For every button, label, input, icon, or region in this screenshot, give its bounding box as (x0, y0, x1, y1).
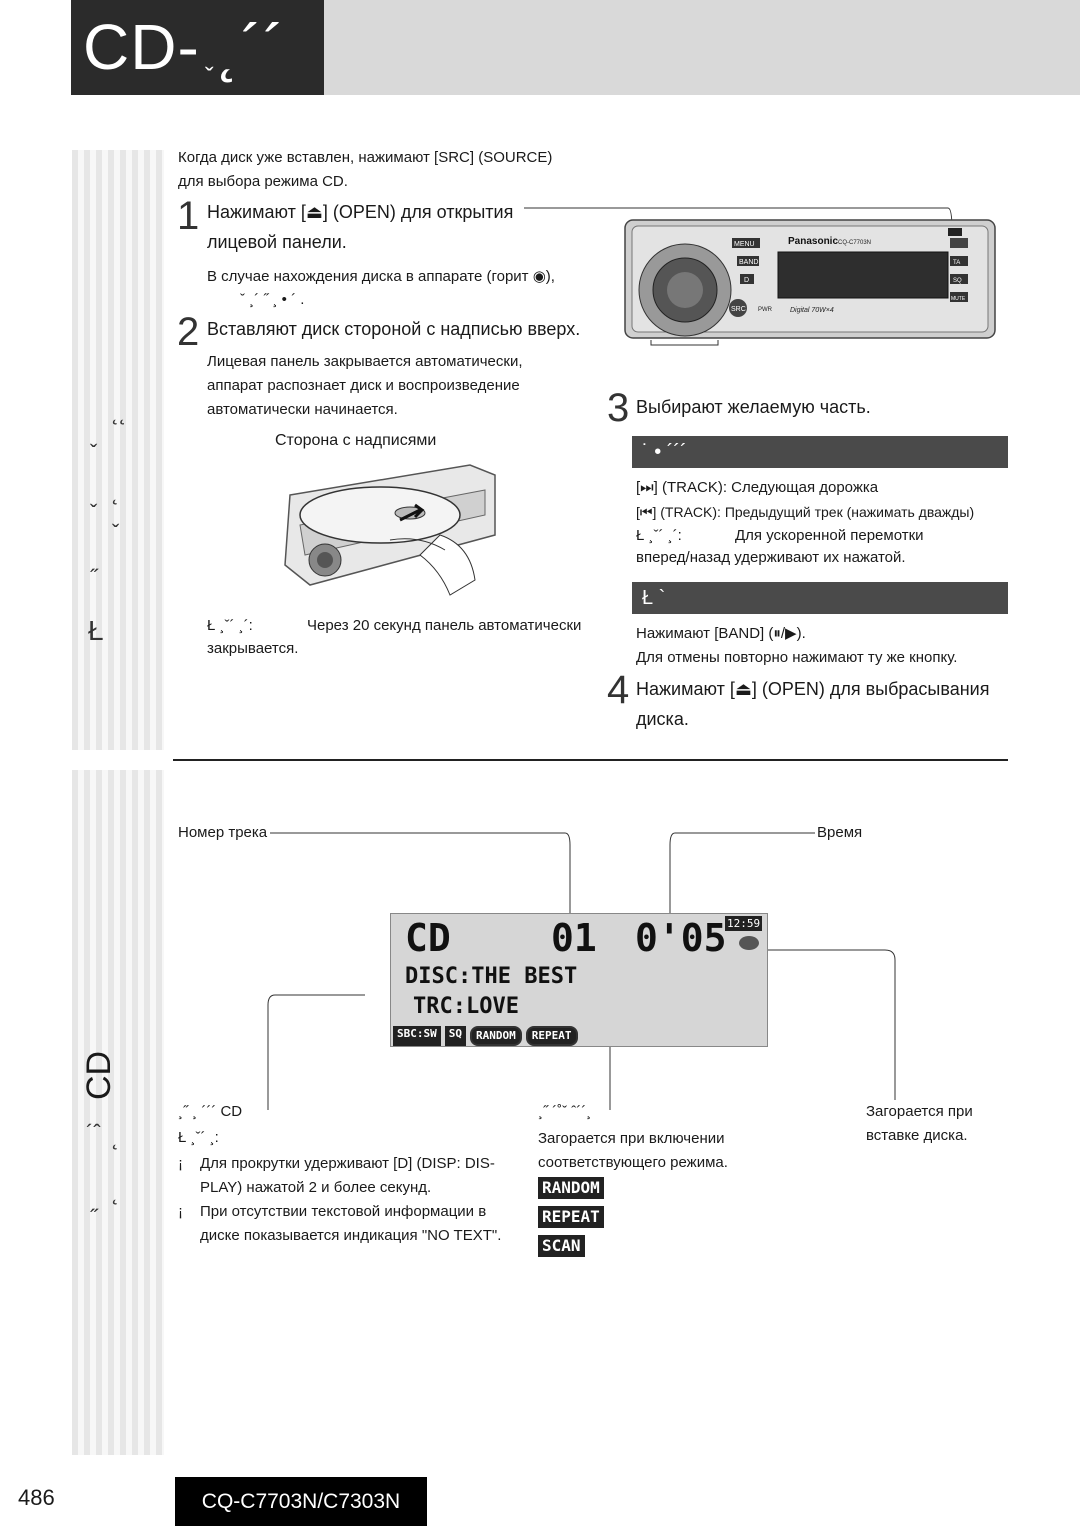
sidebar-glyph: ˛˛ (112, 400, 127, 425)
bullet-2: ¡ (178, 1203, 183, 1220)
lcd-line3: TRC:LOVE (413, 994, 519, 1019)
bottom-right-line1: Загорается при (866, 1103, 973, 1120)
lcd-time: 0'05 (635, 916, 727, 960)
pause-line1: Нажимают [BAND] (⏸/▶). (636, 625, 806, 642)
sidebar-glyph: ˇ (112, 520, 120, 545)
intro-line1: Когда диск уже вставлен, нажимают [SRC] … (178, 149, 553, 166)
chip-scan: SCAN (538, 1235, 585, 1257)
title-band (324, 0, 1080, 95)
lcd-indicators: SBC:SW SQ RANDOM REPEAT (393, 1026, 578, 1046)
section-divider (173, 759, 1008, 761)
sidebar-glyph: ´ˆ (86, 1120, 101, 1145)
device-model: CQ-C7703N (838, 240, 871, 246)
device-btn-mute: MUTE (951, 296, 966, 302)
sidebar-top (72, 150, 164, 750)
step-2-footnote-mark: Ł ¸ˇ´ ¸´: (207, 617, 253, 634)
device-btn-band: BAND (739, 259, 758, 266)
title-text: CD- ˛´´ (83, 11, 286, 83)
step-2-footnote: Через 20 секунд панель автоматически (307, 617, 582, 634)
track-note-mark: Ł ¸ˇ´ ¸´: (636, 527, 682, 544)
track-note-2: вперед/назад удерживают их нажатой. (636, 549, 906, 566)
step-4-number: 4 (607, 668, 630, 712)
device-digital: Digital 70W×4 (790, 307, 834, 314)
step-3-number: 3 (607, 386, 630, 430)
indicator-sbc: SBC:SW (393, 1026, 441, 1046)
bottom-mid-line1: Загорается при включении (538, 1130, 725, 1147)
step-2-number: 2 (177, 310, 200, 354)
step-2-text: Вставляют диск стороной с надписью вверх… (207, 319, 581, 339)
device-btn-d: D (744, 277, 749, 284)
bottom-right-line2: вставке диска. (866, 1127, 968, 1144)
sidebar-glyph: ˝ (90, 1205, 98, 1230)
step-1-note: В случае нахождения диска в аппарате (го… (207, 268, 555, 285)
step-2-footnote-2: закрывается. (207, 640, 299, 657)
pause-line2: Для отмены повторно нажимают ту же кнопк… (636, 649, 958, 666)
lcd-line2: DISC:THE BEST (405, 964, 578, 989)
sidebar-glyph: ˛ (112, 480, 120, 505)
label-time: Время (817, 824, 863, 841)
lcd-source: CD (405, 916, 451, 960)
sidebar-glyph: ˇ (90, 500, 98, 525)
step-1-text: Нажимают [⏏] (OPEN) для открытия (207, 202, 514, 222)
bottom-left-mark: Ł ¸ˇ´ ¸: (178, 1129, 219, 1146)
bottom-mid-line2: соответствующего режима. (538, 1154, 728, 1171)
page-title: CD- ˛´´ (71, 0, 324, 95)
step-2-note-2: аппарат распознает диск и воспроизведени… (207, 377, 520, 394)
title-sub: ˇ (205, 62, 214, 92)
intro-line2: для выбора режима CD. (178, 173, 348, 190)
label-side: Сторона с надписями (275, 432, 437, 449)
model-label: CQ-C7703N/C7303N (175, 1477, 427, 1526)
model-label-text: CQ-C7703N/C7303N (201, 1490, 401, 1513)
disc-icon (739, 936, 759, 950)
step-1-number: 1 (177, 194, 200, 238)
bottom-left-b1: Для прокрутки удерживают [D] (DISP: DIS- (200, 1155, 495, 1172)
lcd-track: 01 (551, 916, 597, 960)
bullet-1: ¡ (178, 1155, 183, 1172)
bottom-left-b2: При отсутствии текстовой информации в (200, 1203, 487, 1220)
page-number: 486 (18, 1485, 55, 1510)
step-1-text-2: лицевой панели. (207, 232, 347, 252)
sidebar-bottom-label: CD (80, 1050, 118, 1100)
device-btn-src: SRC (731, 306, 746, 313)
bottom-mid-title: ¸˝ ´˚ˇ ˆ´´¸ (538, 1103, 592, 1120)
device-brand: Panasonic (788, 236, 838, 247)
step-1-note-2: ˇ ¸´ ˝ ¸ • ´ . (240, 291, 305, 308)
disc-insert-illustration (284, 464, 496, 596)
sidebar-glyph: ˛ (112, 1180, 120, 1205)
device-btn-ta: TA (953, 260, 960, 266)
indicator-sq: SQ (444, 1026, 466, 1046)
bottom-left-title: ¸˝ ¸ ´´´ CD (178, 1103, 243, 1120)
section-bar-pause: Ł ` (632, 582, 1008, 614)
sidebar-bottom (72, 770, 164, 1455)
bottom-left-b1b: PLAY) нажатой 2 и более секунд. (200, 1179, 432, 1196)
section-bar-track: ˙ • ´´´ (632, 436, 1008, 468)
indicator-random: RANDOM (470, 1026, 522, 1046)
display-callout-lines (267, 832, 896, 1110)
chip-repeat: REPEAT (538, 1206, 604, 1228)
step-4-text-2: диска. (636, 709, 689, 729)
step-2-note-3: автоматически начинается. (207, 401, 398, 418)
device-btn-sq: SQ (953, 278, 962, 284)
step-3-text: Выбирают желаемую часть. (636, 397, 871, 417)
sidebar-glyph: ˇ (90, 440, 98, 465)
section-bar-track-label: ˙ • ´´´ (642, 441, 687, 463)
track-note: Для ускоренной перемотки (735, 527, 924, 544)
label-track-number: Номер трека (178, 824, 268, 841)
lcd-display: CD 01 0'05 12:59 DISC:THE BEST TRC:LOVE … (390, 913, 768, 1047)
section-bar-pause-label: Ł ` (642, 587, 666, 609)
sidebar-glyph: ˛ (112, 1125, 120, 1150)
head-unit-illustration: MENU BAND D SRC PWR Panasonic CQ-C7703N … (524, 207, 996, 346)
track-prev: [⏮] (TRACK): Предыдущий трек (нажимать д… (636, 504, 975, 520)
chip-random: RANDOM (538, 1177, 604, 1199)
bottom-left-b2b: диске показывается индикация "NO TEXT". (200, 1227, 502, 1244)
sidebar-glyph: Ł (88, 615, 104, 646)
indicator-repeat: REPEAT (525, 1026, 578, 1046)
track-next: [⏭] (TRACK): Следующая дорожка (636, 479, 879, 496)
step-4-text: Нажимают [⏏] (OPEN) для выбрасывания (636, 679, 990, 699)
sidebar-glyph: ˝ (90, 565, 98, 590)
device-btn-menu: MENU (734, 241, 755, 248)
device-btn-pwr: PWR (758, 307, 773, 313)
lcd-clock: 12:59 (725, 916, 763, 931)
step-2-note: Лицевая панель закрывается автоматически… (207, 353, 523, 370)
